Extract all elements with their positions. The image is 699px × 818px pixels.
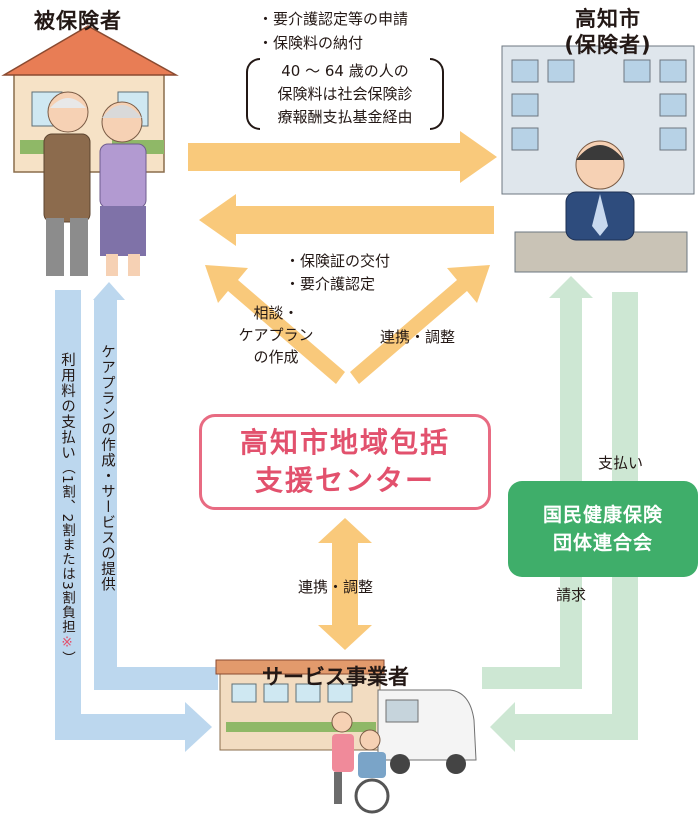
fee-payment-close: ） bbox=[59, 651, 75, 666]
center-name-line1: 高知市地域包括 bbox=[239, 426, 450, 459]
application-label-2: ・保険料の納付 bbox=[258, 34, 364, 52]
city-title: 高知市 (保険者) bbox=[563, 6, 653, 58]
federation-name-line1: 国民健康保険 bbox=[542, 504, 663, 526]
application-label-1: ・要介護認定等の申請 bbox=[258, 10, 409, 28]
federation-box: 国民健康保険 団体連合会 bbox=[508, 481, 698, 577]
provider-link-arrow bbox=[318, 518, 372, 650]
fee-payment-label: 利用料の支払い（1割、2割または3割負担※） bbox=[57, 352, 77, 666]
consultation-diagonal-arrow bbox=[205, 265, 345, 384]
center-name-line2: 支援センター bbox=[254, 464, 435, 497]
coordination-label-upper: 連携・調整 bbox=[380, 328, 456, 346]
care-plan-provision-label: ケアプランの作成・サービスの提供 bbox=[99, 344, 115, 592]
regional-support-center-box: 高知市地域包括 支援センター bbox=[199, 414, 491, 510]
fee-payment-arrow bbox=[55, 290, 212, 752]
consultation-label-1: 相談・ bbox=[253, 304, 299, 322]
certification-label-1: ・保険証の交付 bbox=[285, 252, 391, 270]
care-plan-arrow bbox=[93, 282, 218, 690]
claim-label: 請求 bbox=[556, 586, 587, 604]
fee-payment-note: （1割、2割または3割負担 bbox=[59, 460, 75, 635]
fee-payment-mark: ※ bbox=[59, 634, 75, 652]
city-official-illustration bbox=[565, 140, 635, 241]
note-right-bracket bbox=[430, 58, 444, 130]
federation-name-line2: 団体連合会 bbox=[552, 532, 653, 554]
payment-label: 支払い bbox=[598, 454, 644, 472]
caregiver-wheelchair-illustration bbox=[331, 711, 390, 814]
insured-title: 被保険者 bbox=[34, 9, 122, 33]
note-left-bracket bbox=[246, 58, 260, 130]
fee-payment-main: 利用料の支払い bbox=[59, 352, 75, 461]
coordination-diagonal-arrow bbox=[350, 265, 490, 384]
premium-note-line3: 療報酬支払基金経由 bbox=[277, 108, 413, 126]
city-title-line1: 高知市 bbox=[575, 7, 641, 31]
city-title-line2: (保険者) bbox=[564, 33, 652, 57]
premium-note-line1: 40 ～ 64 歳の人の bbox=[281, 62, 409, 80]
premium-note-line2: 保険料は社会保険診 bbox=[277, 85, 413, 103]
service-van-illustration bbox=[377, 689, 477, 774]
consultation-label-3: の作成 bbox=[253, 348, 299, 366]
certification-label-2: ・要介護認定 bbox=[285, 275, 376, 293]
elderly-couple-illustration bbox=[43, 91, 147, 276]
application-arrow bbox=[188, 131, 497, 183]
certification-arrow bbox=[199, 194, 494, 246]
coordination-label-lower: 連携・調整 bbox=[298, 578, 374, 596]
consultation-label: 相談・ ケアプラン の作成 bbox=[232, 302, 320, 368]
consultation-label-2: ケアプラン bbox=[238, 326, 314, 344]
premium-note: 40 ～ 64 歳の人の 保険料は社会保険診 療報酬支払基金経由 bbox=[246, 58, 444, 130]
provider-title: サービス事業者 bbox=[262, 665, 409, 689]
